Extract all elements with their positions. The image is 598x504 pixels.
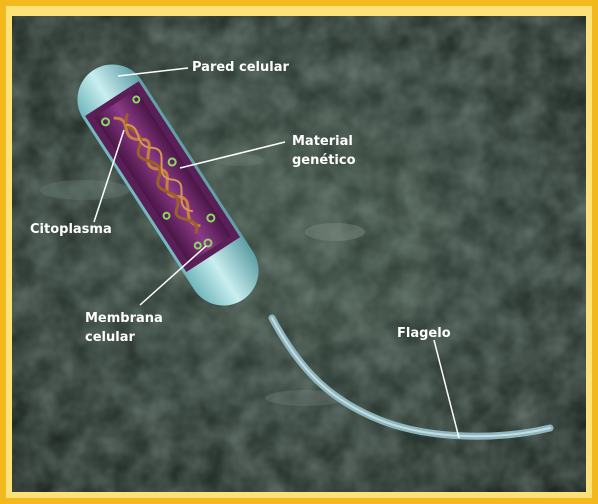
label-cell-membrane-line2: celular	[85, 330, 135, 345]
label-genetic-material-line1: Material	[292, 134, 353, 149]
label-genetic-material-line2: genético	[292, 153, 356, 168]
label-cytoplasm: Citoplasma	[30, 222, 112, 237]
label-flagellum: Flagelo	[397, 326, 451, 341]
label-cell-membrane-line1: Membrana	[85, 311, 163, 326]
label-cell-wall: Pared celular	[192, 60, 289, 75]
